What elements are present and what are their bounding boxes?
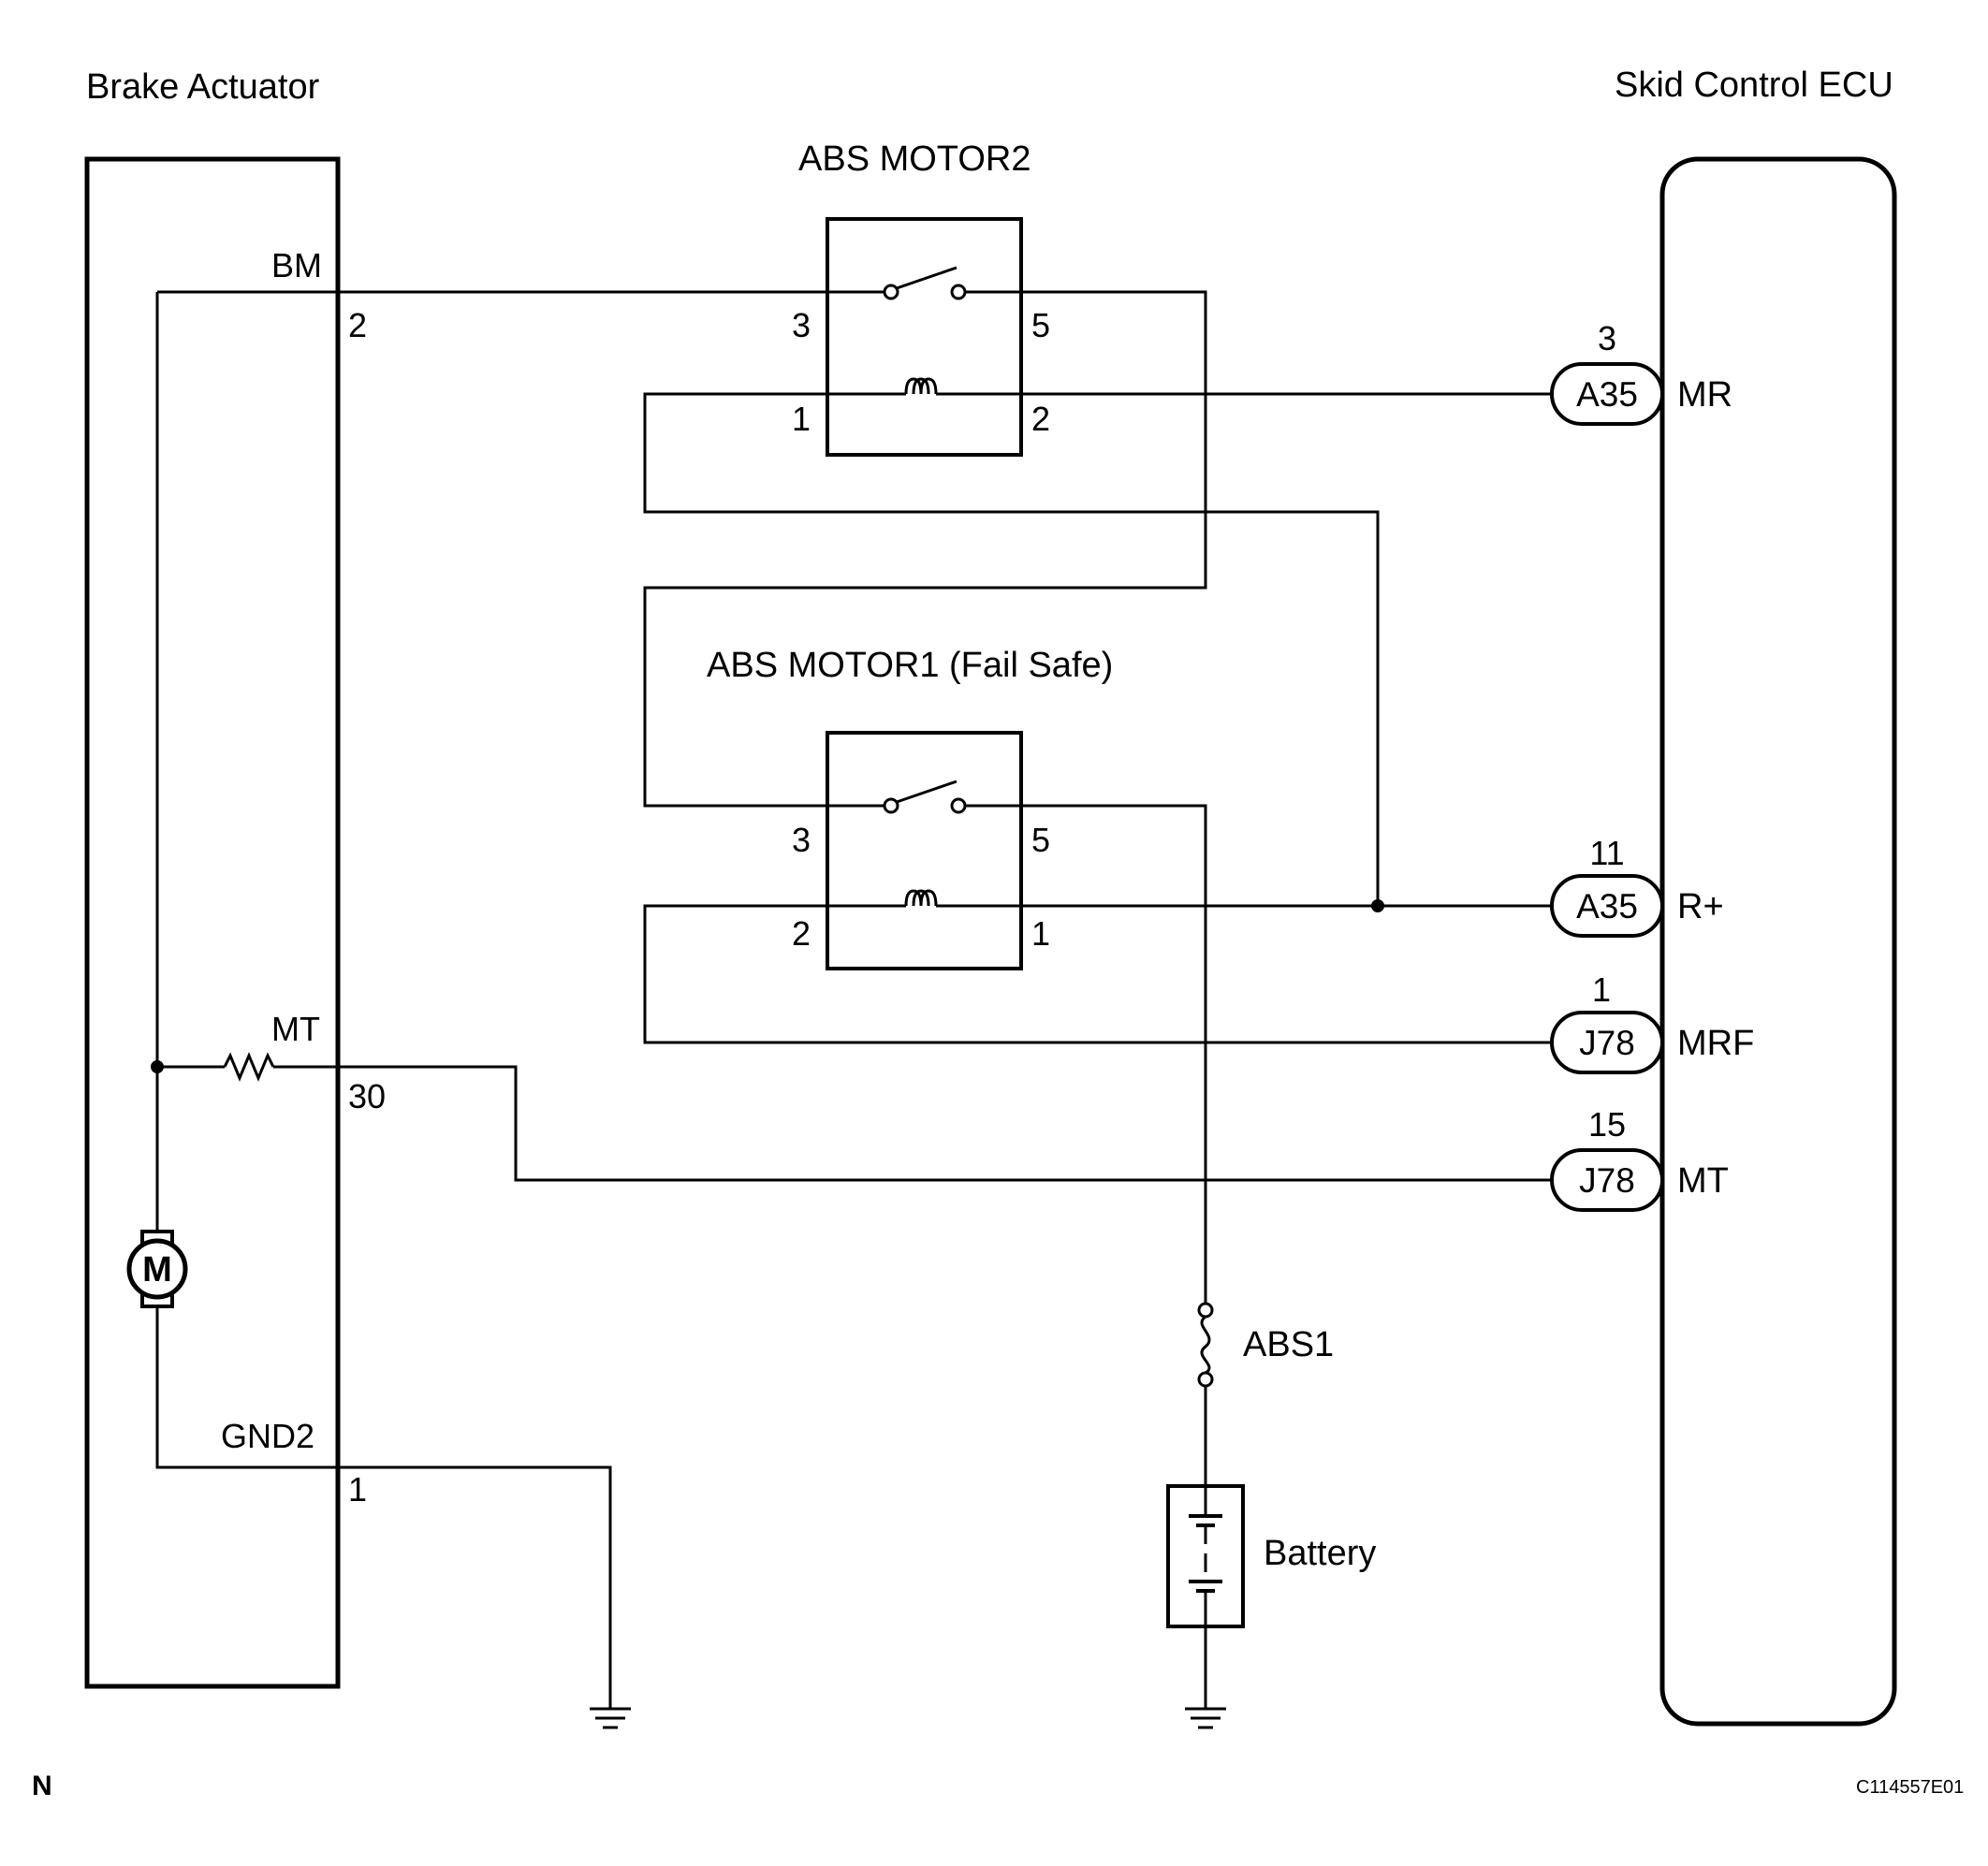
ground-icon-actuator — [590, 1707, 631, 1729]
footer-right: C114557E01 — [1856, 1777, 1964, 1798]
connector-pin-mrf: 1 — [1592, 970, 1611, 1009]
ecu-connector-mt: J78 15 MT — [1550, 1105, 1729, 1212]
relay2-switch-contact-b — [950, 284, 967, 300]
battery-label: Battery — [1264, 1534, 1376, 1573]
signal-rplus: R+ — [1677, 887, 1724, 926]
ecu-connector-rplus: A35 11 R+ — [1550, 834, 1724, 938]
relay2-coil-icon — [904, 377, 938, 395]
abs-motor2-title: ABS MOTOR2 — [798, 139, 1031, 179]
abs-motor1-title: ABS MOTOR1 (Fail Safe) — [707, 646, 1113, 685]
terminal-bm-name: BM — [271, 246, 322, 284]
connector-id-rplus: A35 — [1576, 887, 1638, 926]
signal-mt: MT — [1677, 1161, 1729, 1201]
wire-relay2-out-to-relay1-in — [643, 290, 1207, 808]
skid-control-ecu-box — [1659, 156, 1897, 1727]
motor-lower-wire — [155, 1306, 338, 1469]
ground-icon-battery — [1185, 1707, 1226, 1729]
signal-mrf: MRF — [1677, 1024, 1754, 1063]
relay1-switch-blade — [896, 780, 957, 804]
ecu-connector-mr: A35 3 MR — [1550, 319, 1732, 426]
terminal-mt-pin: 30 — [348, 1077, 386, 1115]
brake-actuator-title: Brake Actuator — [86, 67, 320, 107]
terminal-gnd2-pin: 1 — [348, 1470, 367, 1509]
relay2-pin-5: 5 — [1031, 306, 1050, 344]
terminal-mt-name: MT — [271, 1010, 320, 1048]
relay1-pin-1: 1 — [1031, 914, 1050, 953]
battery-icon — [1189, 1486, 1222, 1626]
relay1-switch-contact-a — [883, 797, 899, 814]
relay1-coil-icon — [904, 889, 938, 907]
resistor-icon — [223, 1052, 275, 1082]
wire-gnd2-to-ground — [338, 1465, 612, 1709]
relay1-box — [826, 731, 1023, 970]
wire-mt-to-ecu — [338, 1065, 1552, 1182]
wire-relay1-out-to-fuse — [1021, 804, 1207, 1304]
relay2-pin-1: 1 — [792, 400, 811, 438]
connector-pin-mt: 15 — [1588, 1105, 1626, 1144]
connector-pin-mr: 3 — [1598, 319, 1616, 357]
motor-label: M — [142, 1250, 172, 1290]
fuse-icon — [1197, 1302, 1214, 1388]
connector-id-mt: J78 — [1579, 1161, 1635, 1200]
relay1-switch-contact-b — [950, 797, 967, 814]
skid-control-ecu-title: Skid Control ECU — [1615, 66, 1893, 105]
relay2-switch-blade — [896, 266, 957, 290]
wire-relay2-coil-to-rplus — [643, 392, 1380, 906]
motor-icon: M — [126, 1230, 188, 1308]
fuse-label: ABS1 — [1243, 1325, 1334, 1364]
relay2-pin-2: 2 — [1031, 400, 1050, 438]
wire-relay1-coil-to-mrf — [643, 904, 1552, 1044]
terminal-bm-pin: 2 — [348, 306, 367, 344]
signal-mr: MR — [1677, 375, 1732, 415]
footer-left: N — [32, 1771, 52, 1801]
relay1-pin-2: 2 — [792, 914, 811, 953]
junction-dot-rplus — [1371, 899, 1384, 912]
relay1-pin-5: 5 — [1031, 821, 1050, 859]
brake-actuator-box — [84, 156, 341, 1689]
relay2-pin-3: 3 — [792, 306, 811, 344]
terminal-gnd2-name: GND2 — [221, 1417, 314, 1455]
connector-pin-rplus: 11 — [1589, 834, 1624, 872]
relay2-box — [826, 217, 1023, 457]
relay2-switch-contact-a — [883, 284, 899, 300]
relay1-pin-3: 3 — [792, 821, 811, 859]
ecu-connector-mrf: J78 1 MRF — [1550, 970, 1754, 1074]
connector-id-mr: A35 — [1576, 375, 1638, 414]
connector-id-mrf: J78 — [1579, 1024, 1635, 1062]
